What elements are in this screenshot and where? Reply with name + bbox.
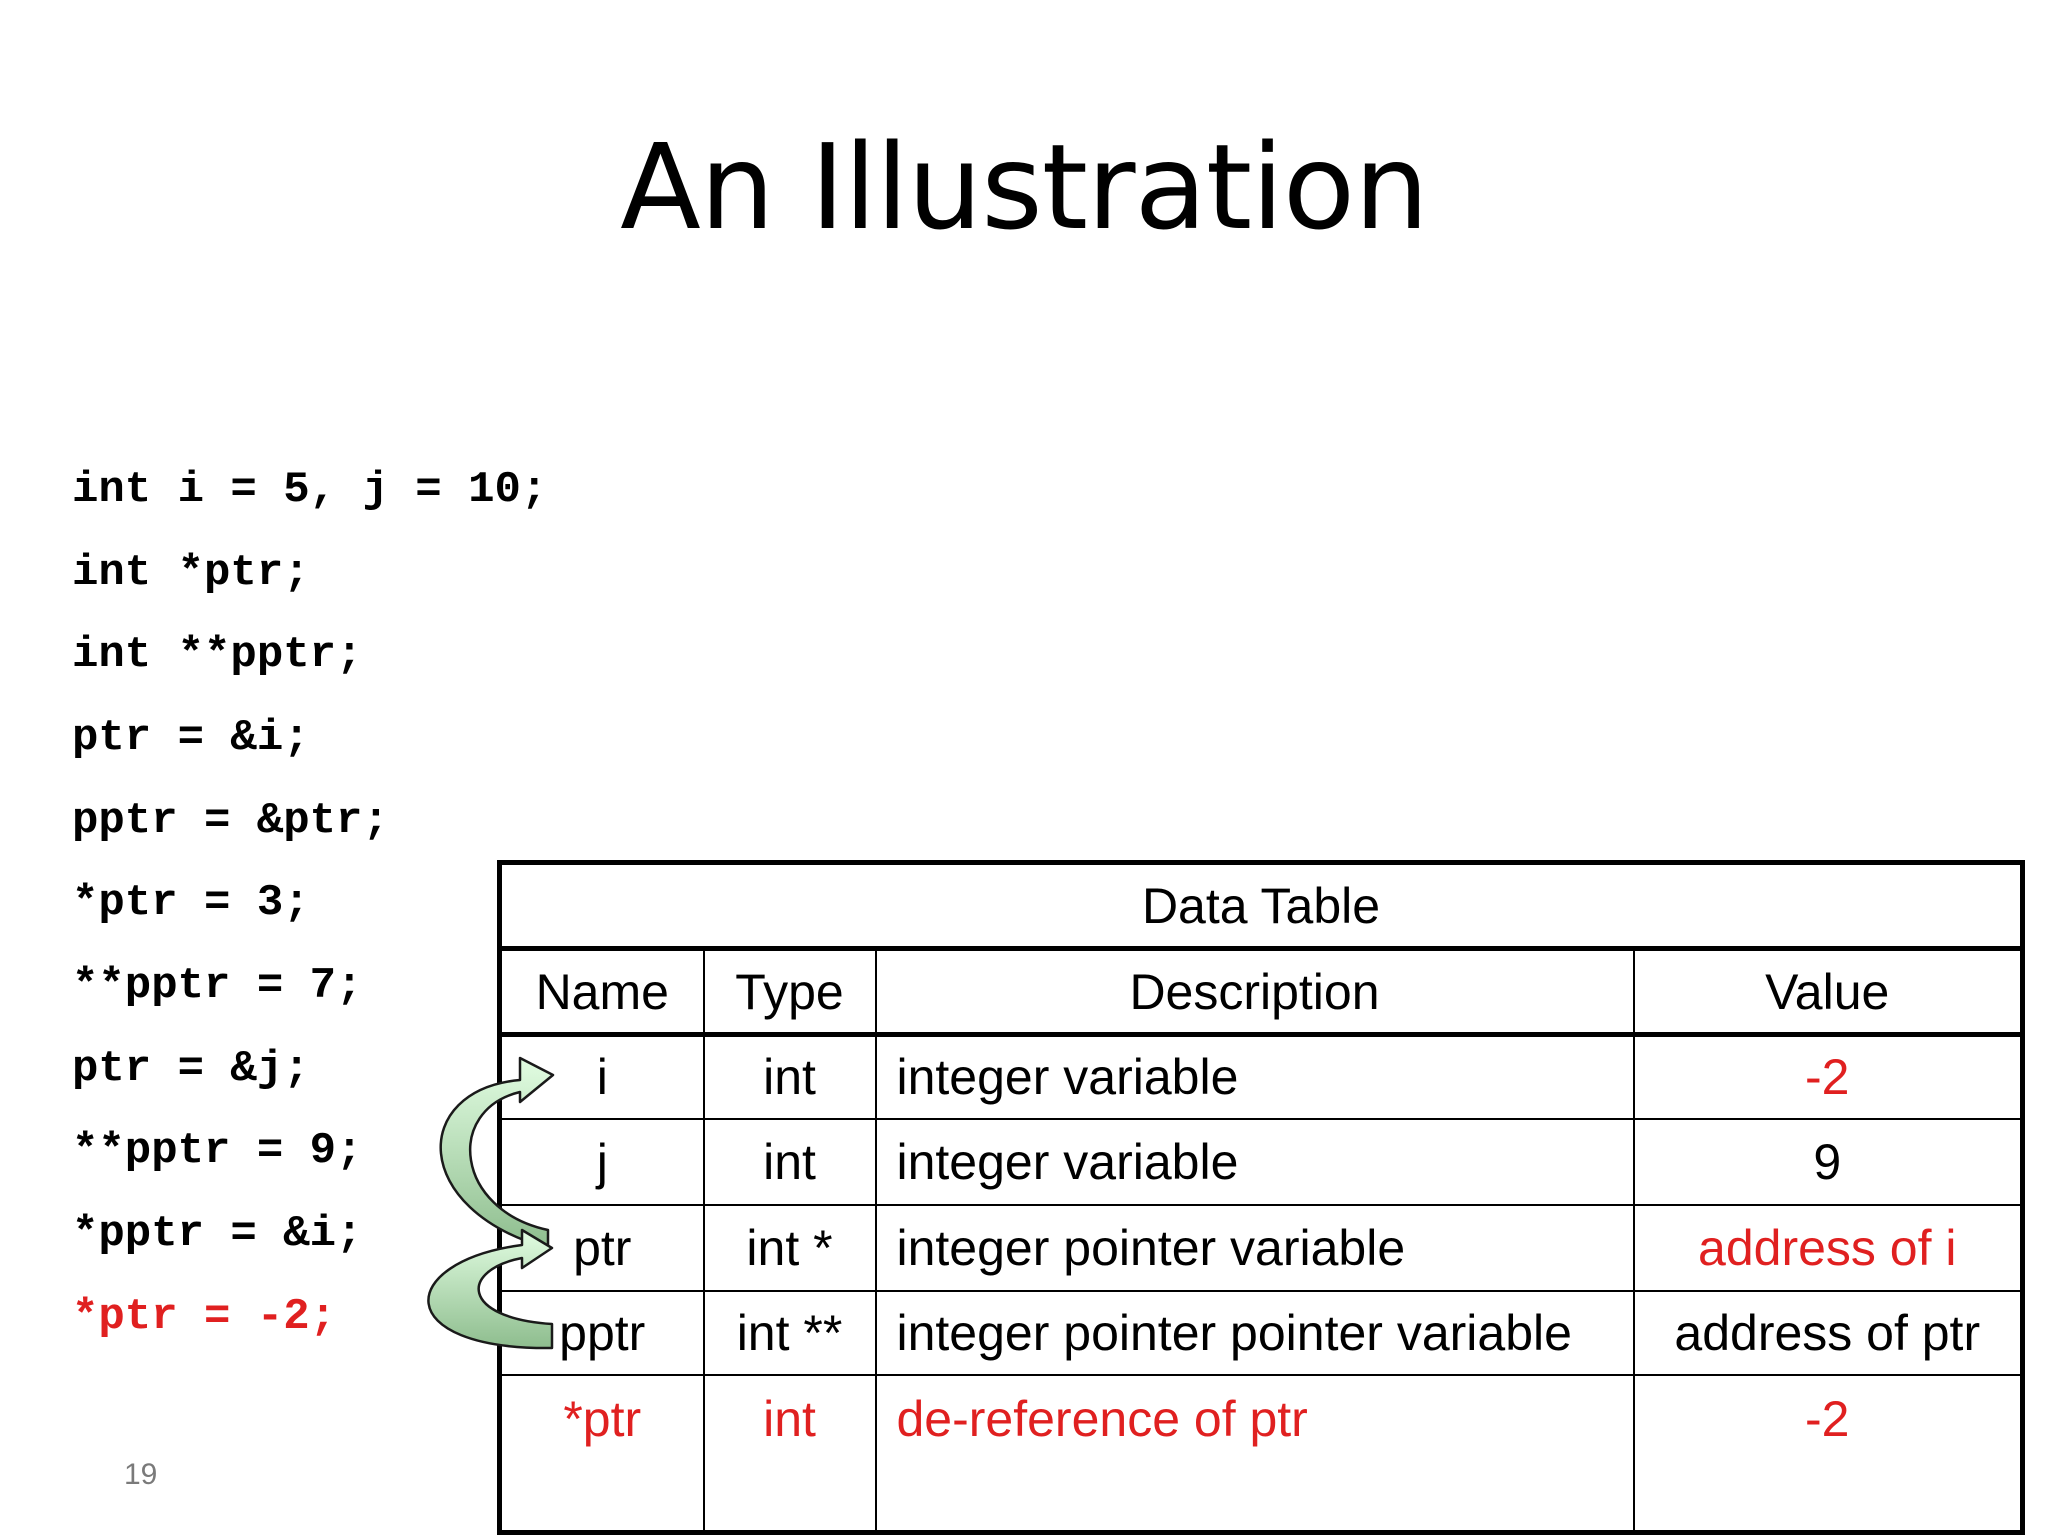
cell-name: pptr bbox=[498, 1289, 705, 1376]
table-header-row: Name Type Description Value bbox=[498, 947, 2024, 1037]
cell-type: int bbox=[702, 1373, 877, 1534]
cell-name: ptr bbox=[498, 1203, 705, 1292]
cell-value: 9 bbox=[1632, 1117, 2024, 1206]
code-line: *ptr = 3; bbox=[72, 878, 310, 928]
table-row: j int integer variable 9 bbox=[498, 1117, 2024, 1206]
code-line: ptr = &i; bbox=[72, 713, 310, 763]
data-table: Data Table Name Type Description Value i… bbox=[497, 860, 2026, 1535]
table-row: i int integer variable -2 bbox=[498, 1033, 2024, 1120]
header-value: Value bbox=[1632, 947, 2024, 1037]
cell-type: int bbox=[702, 1117, 877, 1206]
header-type: Type bbox=[702, 947, 877, 1037]
slide-title: An Illustration bbox=[620, 118, 1429, 256]
cell-description: integer variable bbox=[874, 1033, 1635, 1120]
table-row: pptr int ** integer pointer pointer vari… bbox=[498, 1289, 2024, 1376]
cell-name: *ptr bbox=[498, 1373, 705, 1534]
cell-name: i bbox=[498, 1033, 705, 1120]
code-line: int i = 5, j = 10; bbox=[72, 465, 548, 515]
code-line: **pptr = 9; bbox=[72, 1126, 363, 1176]
cell-description: integer pointer variable bbox=[874, 1203, 1635, 1292]
cell-description: de-reference of ptr bbox=[874, 1373, 1635, 1534]
code-line: *pptr = &i; bbox=[72, 1209, 363, 1259]
cell-value: -2 bbox=[1632, 1373, 2024, 1534]
table-title: Data Table bbox=[498, 861, 2024, 951]
code-line: ptr = &j; bbox=[72, 1044, 310, 1094]
header-description: Description bbox=[874, 947, 1635, 1037]
cell-name: j bbox=[498, 1117, 705, 1206]
code-line: pptr = &ptr; bbox=[72, 796, 389, 846]
slide-number: 19 bbox=[124, 1458, 158, 1491]
cell-value: address of ptr bbox=[1632, 1289, 2024, 1376]
code-line: int **pptr; bbox=[72, 630, 363, 680]
table-title-row: Data Table bbox=[498, 861, 2024, 951]
cell-type: int bbox=[702, 1033, 877, 1120]
code-line: int *ptr; bbox=[72, 548, 310, 598]
code-line-highlighted: *ptr = -2; bbox=[72, 1292, 337, 1342]
cell-value: address of i bbox=[1632, 1203, 2024, 1292]
cell-value: -2 bbox=[1632, 1033, 2024, 1120]
header-name: Name bbox=[498, 947, 705, 1037]
cell-type: int * bbox=[702, 1203, 877, 1292]
table-row: *ptr int de-reference of ptr -2 bbox=[498, 1373, 2024, 1534]
cell-type: int ** bbox=[702, 1289, 877, 1376]
cell-description: integer pointer pointer variable bbox=[874, 1289, 1635, 1376]
code-line: **pptr = 7; bbox=[72, 961, 363, 1011]
cell-description: integer variable bbox=[874, 1117, 1635, 1206]
table-row: ptr int * integer pointer variable addre… bbox=[498, 1203, 2024, 1292]
